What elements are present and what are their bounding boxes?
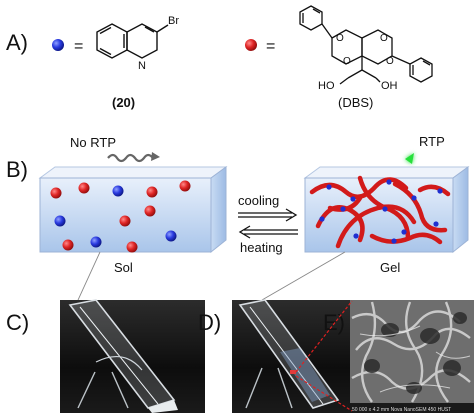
zoom-line-top <box>295 300 353 373</box>
sem-image <box>350 300 474 404</box>
zoom-line-bottom <box>295 375 353 412</box>
panel-b-label: B) <box>6 157 28 182</box>
sem-info-text: 50 000 x 4.2 mm Nova NanoSEM 450 HUST <box>352 407 451 413</box>
dbs-name: (DBS) <box>338 95 373 110</box>
sample-marker <box>290 370 296 374</box>
gel-label: Gel <box>380 260 400 275</box>
ho-label: HO <box>318 80 335 92</box>
panel-e-label: E) <box>323 310 345 335</box>
equals-sign-blue: = <box>74 38 83 55</box>
oxygen-2: O <box>343 56 351 67</box>
no-rtp-label: No RTP <box>70 135 116 150</box>
cooling-label: cooling <box>238 193 279 208</box>
nitrogen-atom-label: N <box>138 60 146 72</box>
gel-quinoline-dots <box>319 179 443 244</box>
connector-gel-to-d <box>261 251 346 301</box>
heating-arrow <box>238 225 298 239</box>
sem-info-bar <box>350 403 474 413</box>
quinoline-structure <box>96 23 169 59</box>
rtp-label: RTP <box>419 134 445 149</box>
oxygen-4: O <box>386 56 394 67</box>
gel-box <box>303 166 470 254</box>
sol-label: Sol <box>114 260 133 275</box>
cooling-arrow <box>238 208 298 222</box>
heating-label: heating <box>240 240 283 255</box>
panel-a-label: A) <box>6 30 28 55</box>
compound-number: (20) <box>112 95 135 110</box>
no-rtp-arrowhead <box>151 152 160 161</box>
oxygen-3: O <box>380 33 388 44</box>
oxygen-1: O <box>336 33 344 44</box>
equals-sign-red: = <box>266 38 275 55</box>
sol-molecules <box>50 180 191 253</box>
red-dot-legend-icon <box>245 39 257 51</box>
connector-sol-to-c <box>77 251 101 301</box>
panel-d-label: D) <box>198 310 221 335</box>
cuvette-photo-gel <box>232 299 350 413</box>
no-rtp-squiggle <box>107 153 154 163</box>
panel-c-label: C) <box>6 310 29 335</box>
blue-dot-legend-icon <box>52 39 64 51</box>
sol-box <box>38 166 228 254</box>
oh-label: OH <box>381 80 398 92</box>
dbs-structure <box>299 5 433 85</box>
cuvette-photo-sol <box>60 299 205 413</box>
bromine-atom-label: Br <box>168 15 179 27</box>
